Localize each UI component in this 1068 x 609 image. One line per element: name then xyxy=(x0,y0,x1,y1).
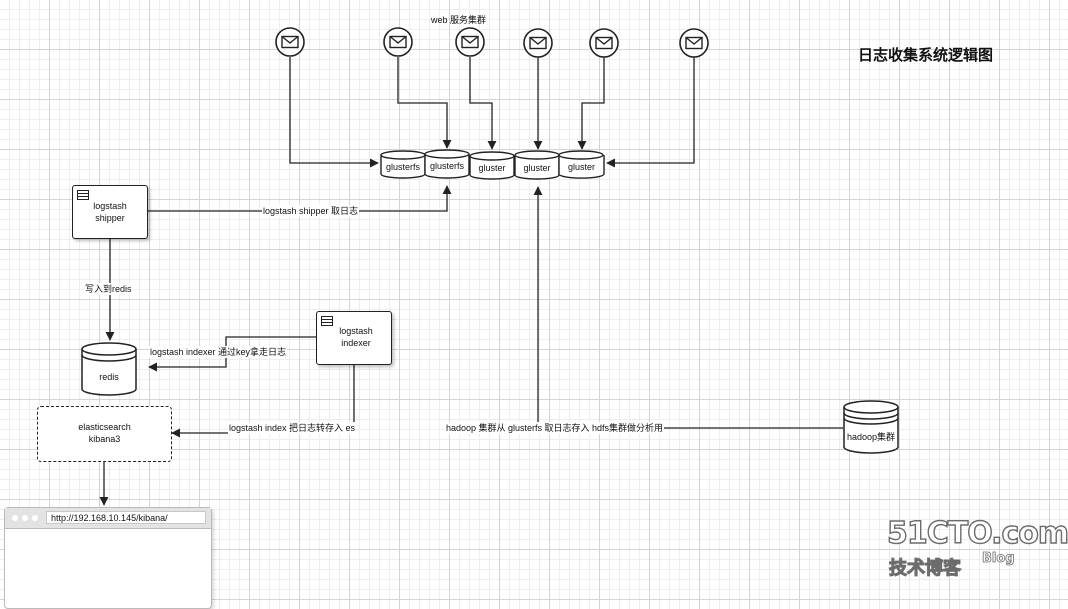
gluster-cylinder xyxy=(424,149,470,179)
watermark-logo: 51CTO.com xyxy=(886,515,1068,551)
edge-label-indexer-redis: logstash indexer 通过key拿走日志 xyxy=(149,346,288,358)
edge-mail6 xyxy=(606,57,695,168)
edge-shipper-gluster xyxy=(148,185,452,212)
hadoop-label: hadoop集群 xyxy=(846,432,896,442)
mail-icon xyxy=(589,28,619,58)
shipper-label-2: shipper xyxy=(95,213,125,223)
elasticsearch-kibana-node: elasticsearch kibana3 xyxy=(37,406,172,462)
window-dot-icon[interactable] xyxy=(22,515,28,521)
gluster-label: gluster xyxy=(567,162,595,172)
shipper-label-1: logstash xyxy=(93,201,127,211)
redis-cylinder xyxy=(81,342,137,396)
connectors-layer xyxy=(81,27,899,506)
indexer-label-2: indexer xyxy=(341,338,371,348)
gluster-label: gluster xyxy=(478,163,506,173)
edge-mail3 xyxy=(469,57,497,150)
edge-label-shipper-gluster: logstash shipper 取日志 xyxy=(262,205,360,217)
edge-mail2 xyxy=(397,57,452,149)
gluster-label: glusterfs xyxy=(385,162,420,172)
edge-label-indexer-es: logstash index 把日志转存入 es xyxy=(228,422,357,434)
mail-icon xyxy=(679,28,709,58)
edge-mail5 xyxy=(577,57,605,150)
mail-icon xyxy=(383,27,413,57)
browser-window: http://192.168.10.145/kibana/ xyxy=(4,507,212,609)
gluster-cylinder xyxy=(558,150,605,179)
gluster-label: gluster xyxy=(523,163,551,173)
edge-label-shipper-redis: 写入到redis xyxy=(84,283,133,295)
window-dot-icon[interactable] xyxy=(12,515,18,521)
es-label-2: kibana3 xyxy=(88,434,121,444)
gluster-label: glusterfs xyxy=(429,161,464,171)
mail-icon xyxy=(455,27,485,57)
edge-label-hadoop: hadoop 集群从 glusterfs 取日志存入 hdfs集群做分析用 xyxy=(445,422,665,434)
table-icon xyxy=(77,190,89,200)
gluster-cylinder xyxy=(469,151,515,180)
watermark-subtitle: 技术博客 xyxy=(889,558,962,580)
browser-url-field[interactable]: http://192.168.10.145/kibana/ xyxy=(46,511,206,524)
mail-icon xyxy=(523,28,553,58)
hadoop-cylinder xyxy=(843,400,899,454)
mail-icon xyxy=(275,27,305,57)
logstash-shipper-node: logstash shipper xyxy=(72,185,148,239)
web-cluster-label: web 服务集群 xyxy=(431,15,487,25)
gluster-cylinder xyxy=(514,150,560,180)
edge-mail1 xyxy=(289,57,379,168)
browser-toolbar: http://192.168.10.145/kibana/ xyxy=(5,508,211,529)
watermark-blog: Blog xyxy=(982,551,1015,567)
redis-label: redis xyxy=(99,372,119,382)
es-label-1: elasticsearch xyxy=(78,422,131,432)
diagram-title: 日志收集系统逻辑图 xyxy=(858,46,994,64)
table-icon xyxy=(321,316,333,326)
edge-hadoop-gluster xyxy=(533,186,843,429)
window-dot-icon[interactable] xyxy=(32,515,38,521)
logstash-indexer-node: logstash indexer xyxy=(316,311,392,365)
indexer-label-1: logstash xyxy=(339,326,373,336)
